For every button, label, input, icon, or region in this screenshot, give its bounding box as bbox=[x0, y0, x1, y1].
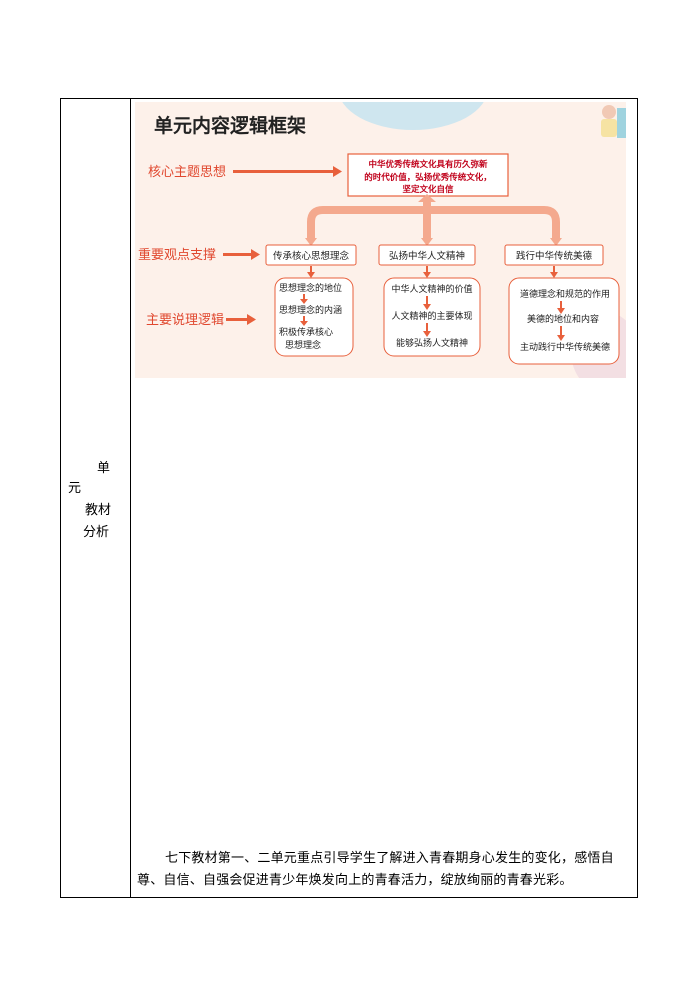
reasoning-2-arrows bbox=[423, 296, 431, 337]
label-reasoning-logic: 主要说理逻辑 bbox=[146, 313, 224, 328]
reasoning-1-item-1: 思想理念的地位 bbox=[279, 282, 342, 294]
decor-blob-top bbox=[342, 102, 484, 130]
reasoning-3-item-3: 主动践行中华传统美德 bbox=[520, 341, 610, 353]
reasoning-1-arrows bbox=[300, 294, 308, 326]
analysis-paragraph: 七下教材第一、二单元重点引导学生了解进入青春期身心发生的变化，感悟自尊、自信、自… bbox=[137, 851, 614, 888]
viewpoint-down-arrows bbox=[307, 266, 558, 278]
reasoning-2-item-1: 中华人文精神的价值 bbox=[391, 283, 472, 295]
logic-framework-figure: 单元内容逻辑框架 核心主题思想 重要观点支撑 主要说理逻辑 中华优秀传统文化具有… bbox=[135, 102, 626, 378]
viewpoint-box-2 bbox=[378, 244, 476, 266]
branch-connector bbox=[305, 194, 562, 246]
reasoning-box-2 bbox=[383, 277, 481, 357]
reasoning-1-item-3b: 思想理念 bbox=[285, 339, 321, 351]
viewpoint-box-3 bbox=[504, 244, 604, 266]
core-theme-line-1: 中华优秀传统文化具有历久弥新 bbox=[368, 159, 488, 170]
reasoning-3-arrows bbox=[557, 301, 565, 341]
label-arrows bbox=[223, 166, 342, 325]
viewpoint-2-label: 弘扬中华人文精神 bbox=[389, 250, 465, 262]
decor-figure-icon bbox=[601, 105, 626, 138]
reasoning-1-item-2: 思想理念的内涵 bbox=[279, 304, 342, 316]
row-header-word-1: 教材 bbox=[85, 503, 112, 518]
core-theme-line-2: 的时代价值，弘扬优秀传统文化， bbox=[364, 172, 492, 183]
analysis-table: 单 元 教材 分析 单元内容逻辑框架 核心主题思想 重要观点支撑 主要说理逻辑 bbox=[60, 98, 638, 898]
reasoning-2-item-2: 人文精神的主要体现 bbox=[391, 310, 472, 322]
reasoning-2-item-3: 能够弘扬人文精神 bbox=[396, 337, 468, 349]
reasoning-3-item-1: 道德理念和规范的作用 bbox=[520, 288, 610, 300]
viewpoint-3-label: 践行中华传统美德 bbox=[516, 250, 593, 262]
reasoning-box-3 bbox=[508, 277, 620, 365]
row-header-char-1: 单 bbox=[97, 461, 111, 476]
column-divider bbox=[130, 99, 131, 897]
viewpoint-box-1 bbox=[265, 244, 357, 266]
diagram-title: 单元内容逻辑框架 bbox=[154, 114, 306, 137]
row-header-word-2: 分析 bbox=[83, 525, 110, 540]
reasoning-3-item-2: 美德的地位和内容 bbox=[527, 313, 599, 325]
label-key-viewpoints: 重要观点支撑 bbox=[138, 247, 216, 263]
reasoning-box-1 bbox=[274, 277, 354, 357]
core-theme-line-3: 坚定文化自信 bbox=[402, 184, 454, 195]
label-core-theme: 核心主题思想 bbox=[148, 164, 226, 180]
logic-framework-diagram: 单元内容逻辑框架 核心主题思想 重要观点支撑 主要说理逻辑 中华优秀传统文化具有… bbox=[138, 102, 626, 378]
row-header-char-2: 元 bbox=[68, 481, 82, 496]
viewpoint-1-label: 传承核心思想理念 bbox=[273, 250, 350, 262]
reasoning-1-item-3a: 积极传承核心 bbox=[279, 326, 333, 338]
